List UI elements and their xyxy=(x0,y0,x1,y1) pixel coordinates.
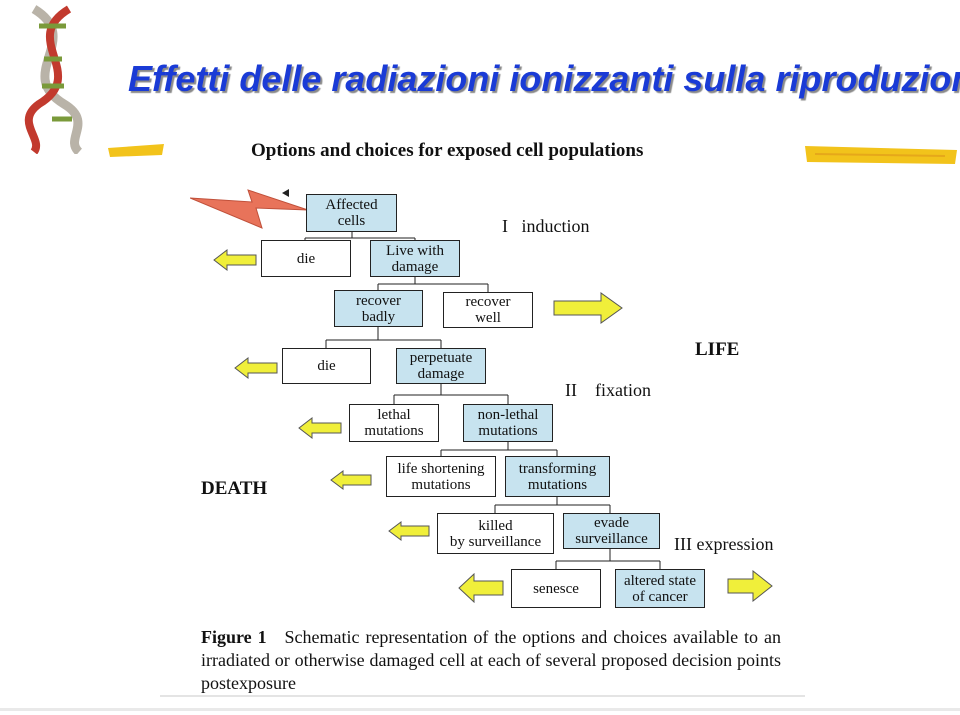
radiation-bolt-icon xyxy=(190,189,309,229)
slide-footer-rule xyxy=(0,708,960,711)
node-affected-cells: Affected cells xyxy=(306,194,397,232)
arrow-left-icon xyxy=(234,357,278,379)
stage-label-expression: III expression xyxy=(674,534,774,554)
node-life-shortening-mutations: life shortening mutations xyxy=(386,456,496,497)
node-die-2: die xyxy=(282,348,371,384)
arrow-right-icon xyxy=(553,292,623,324)
caption-text: Schematic representation of the options … xyxy=(201,627,781,693)
figure-title: Options and choices for exposed cell pop… xyxy=(251,140,644,161)
node-killed-by-surveillance: killed by surveillance xyxy=(437,513,554,554)
arrow-left-icon xyxy=(213,249,257,271)
slide-title: Effetti delle radiazioni ionizzanti sull… xyxy=(128,58,960,99)
figure-bottom-rule xyxy=(160,695,805,697)
caption-label: Figure 1 xyxy=(201,627,267,647)
figure-caption: Figure 1 Schematic representation of the… xyxy=(201,626,781,695)
stage-label-fixation: II fixation xyxy=(565,380,651,400)
node-die-1: die xyxy=(261,240,351,277)
node-lethal-mutations: lethal mutations xyxy=(349,404,439,442)
node-recover-badly: recover badly xyxy=(334,290,423,327)
outcome-death: DEATH xyxy=(201,478,268,499)
arrow-left-icon xyxy=(330,470,372,490)
node-recover-well: recover well xyxy=(443,292,533,328)
node-altered-state-of-cancer: altered state of cancer xyxy=(615,569,705,608)
brush-stroke-right xyxy=(805,146,957,164)
arrow-left-icon xyxy=(458,573,504,603)
node-perpetuate-damage: perpetuate damage xyxy=(396,348,486,384)
node-non-lethal-mutations: non-lethal mutations xyxy=(463,404,553,442)
stage-label-induction: I induction xyxy=(502,216,590,236)
node-senesce: senesce xyxy=(511,569,601,608)
outcome-life: LIFE xyxy=(695,339,740,360)
small-triangle-icon xyxy=(282,189,289,197)
arrow-left-icon xyxy=(298,417,342,439)
node-evade-surveillance: evade surveillance xyxy=(563,513,660,549)
arrow-left-icon xyxy=(388,521,430,541)
arrow-right-icon xyxy=(727,570,773,602)
dna-helix-icon xyxy=(24,5,83,154)
node-live-with-damage: Live with damage xyxy=(370,240,460,277)
brush-stroke-left xyxy=(108,144,164,157)
node-transforming-mutations: transforming mutations xyxy=(505,456,610,497)
